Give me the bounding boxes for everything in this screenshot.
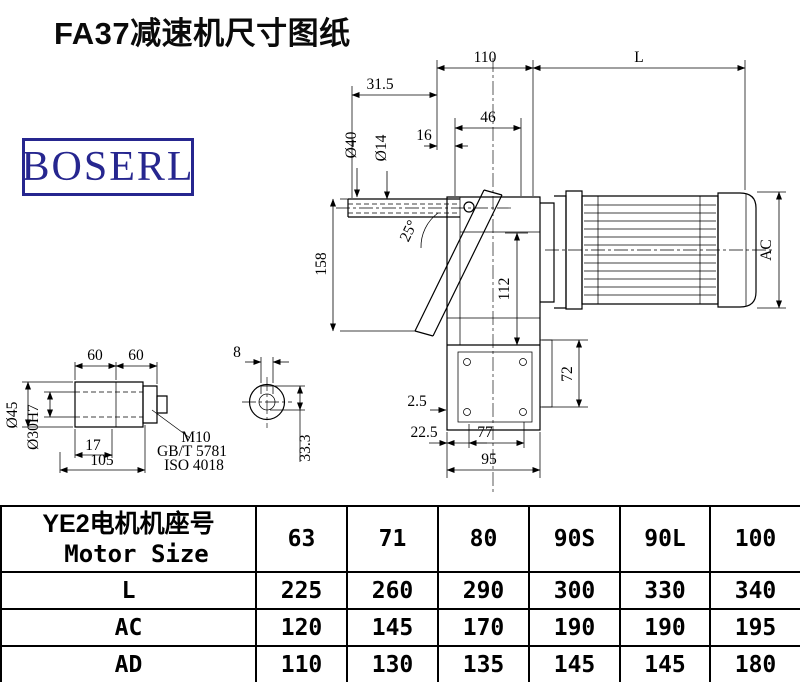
dim-label-22-5: 22.5 — [410, 424, 437, 441]
shaft-dimensions: 60 60 8 Ø45 Ø30H7 17 105 M10 GB/T 5781 I… — [4, 344, 314, 474]
dim-label-dia40: Ø40 — [343, 131, 360, 158]
dim-label-77: 77 — [477, 424, 493, 441]
motor-outline — [540, 190, 757, 310]
boserl-logo-text: BOSERL — [21, 144, 195, 190]
shaft-section-circle — [242, 377, 292, 428]
cell-L-90l: 330 — [619, 571, 711, 610]
dim-label-31-5: 31.5 — [366, 76, 393, 93]
dim-label-2-5: 2.5 — [407, 393, 427, 410]
table-row-AC: AC 120 145 170 190 190 195 — [0, 608, 800, 647]
cell-AD-90l: 145 — [619, 645, 711, 682]
dim-label-16: 16 — [416, 127, 432, 144]
table-row-L: L 225 260 290 300 330 340 — [0, 571, 800, 610]
cell-L-100: 340 — [709, 571, 800, 610]
dim-label-dia14: Ø14 — [373, 134, 390, 161]
technical-drawing: 110 L 31.5 46 16 Ø40 Ø14 25° 158 112 AC … — [4, 49, 786, 492]
cell-L-63: 225 — [255, 571, 348, 610]
row-label-AC: AC — [0, 608, 257, 647]
dim-label-72: 72 — [559, 366, 576, 382]
row-label-L: L — [0, 571, 257, 610]
dim-label-110: 110 — [474, 49, 497, 66]
cell-AD-100: 180 — [709, 645, 800, 682]
gearbox-outline — [347, 189, 553, 431]
main-view: 110 L 31.5 46 16 Ø40 Ø14 25° 158 112 AC … — [313, 49, 786, 492]
dim-label-60a: 60 — [87, 347, 103, 364]
header-size-100: 100 — [709, 505, 800, 573]
header-size-90s: 90S — [528, 505, 621, 573]
dim-label-60b: 60 — [128, 347, 144, 364]
cell-AC-71: 145 — [346, 608, 439, 647]
header-size-71: 71 — [346, 505, 439, 573]
dim-label-158: 158 — [313, 252, 330, 276]
boserl-logo: BOSERL — [21, 138, 195, 196]
cell-L-90s: 300 — [528, 571, 621, 610]
table-row-AD: AD 110 130 135 145 145 180 — [0, 645, 800, 682]
dim-label-112: 112 — [496, 278, 513, 301]
dim-label-dia45: Ø45 — [4, 401, 21, 428]
header-motor-size-en: Motor Size — [64, 540, 209, 569]
row-label-AD: AD — [0, 645, 257, 682]
cell-AD-63: 110 — [255, 645, 348, 682]
page-title: FA37减速机尺寸图纸 — [54, 16, 351, 51]
motor-size-table: YE2电机机座号 Motor Size 63 71 80 90S 90L 100… — [0, 505, 800, 682]
dim-label-105: 105 — [90, 452, 114, 469]
dim-label-95: 95 — [481, 451, 497, 468]
cell-AD-71: 130 — [346, 645, 439, 682]
centerlines — [336, 58, 775, 492]
dim-label-AC: AC — [758, 239, 775, 261]
cell-AC-90l: 190 — [619, 608, 711, 647]
dim-label-25deg: 25° — [397, 218, 422, 245]
cell-L-80: 290 — [437, 571, 530, 610]
header-motor-size-cn: YE2电机机座号 — [42, 509, 215, 538]
dim-label-dia30h7: Ø30H7 — [25, 404, 42, 450]
table-header-row: YE2电机机座号 Motor Size 63 71 80 90S 90L 100 — [0, 505, 800, 573]
dim-label-8: 8 — [233, 344, 241, 361]
cell-L-71: 260 — [346, 571, 439, 610]
main-dimensions: 110 L 31.5 46 16 Ø40 Ø14 25° 158 112 AC … — [313, 49, 786, 478]
cell-AC-100: 195 — [709, 608, 800, 647]
cell-AD-90s: 145 — [528, 645, 621, 682]
dim-label-33-3: 33.3 — [297, 434, 314, 461]
cell-AC-80: 170 — [437, 608, 530, 647]
header-size-90l: 90L — [619, 505, 711, 573]
header-size-80: 80 — [437, 505, 530, 573]
cell-AC-90s: 190 — [528, 608, 621, 647]
cell-AD-80: 135 — [437, 645, 530, 682]
dim-label-L: L — [634, 49, 643, 66]
shaft-detail-view: 60 60 8 Ø45 Ø30H7 17 105 M10 GB/T 5781 I… — [4, 344, 314, 474]
header-motor-size: YE2电机机座号 Motor Size — [0, 505, 257, 573]
cell-AC-63: 120 — [255, 608, 348, 647]
bolt-spec-iso4018: ISO 4018 — [164, 457, 224, 474]
dim-label-46: 46 — [480, 109, 496, 126]
header-size-63: 63 — [255, 505, 348, 573]
dim-label-17: 17 — [85, 437, 101, 454]
bolt-spec-m10: M10 — [181, 429, 211, 446]
motor-fins — [584, 196, 716, 304]
bolt-spec-gbt5781: GB/T 5781 — [157, 443, 227, 460]
shaft-geometry — [74, 381, 191, 439]
